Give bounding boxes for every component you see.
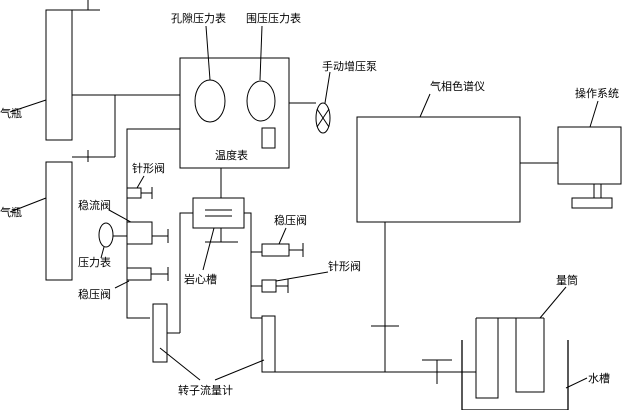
gas-cylinder-bottom-leader — [9, 197, 47, 213]
rotameter-leader-left — [159, 347, 201, 381]
core-holder-label: 岩心槽 — [184, 272, 217, 286]
gas-cylinder-top-leader — [9, 99, 47, 113]
needle-valve-left — [126, 187, 153, 199]
gas-cylinder-bottom — [45, 150, 100, 281]
pressure-regulator-left — [126, 267, 169, 281]
temperature-gauge — [261, 127, 276, 149]
rotameter-leader-right — [214, 359, 265, 381]
needle-valve-right-label: 针形阀 — [328, 259, 361, 273]
gas-cylinder-bottom-label: 气瓶 — [0, 205, 22, 219]
temperature-gauge-label: 温度表 — [215, 148, 248, 162]
gas-chromatograph — [356, 116, 521, 223]
confining-pressure-gauge — [246, 80, 276, 122]
inlet-tube — [475, 318, 499, 399]
core-holder — [192, 197, 245, 243]
gas-chromatograph-label: 气相色谱仪 — [430, 79, 485, 93]
hand-pump-leader — [324, 71, 331, 104]
pressure-regulator-right — [261, 243, 304, 257]
rotameter-right — [261, 315, 276, 373]
rotameter-left — [152, 303, 168, 363]
confining-pressure-gauge-leader — [259, 25, 263, 81]
water-tank-label: 水槽 — [588, 372, 610, 385]
pressure-regulator-left-leader — [114, 280, 130, 289]
needle-valve-left-leader — [136, 175, 145, 189]
pressure-gauge-label: 压力表 — [78, 255, 111, 269]
gas-cylinder-top-label: 气瓶 — [0, 106, 22, 120]
pressure-regulator-right-label: 稳压阀 — [274, 213, 307, 227]
measuring-cylinder-leader — [539, 286, 567, 319]
pressure-gauge-leader — [100, 246, 105, 259]
pore-pressure-gauge-label: 孔隙压力表 — [171, 11, 226, 25]
operating-system-label: 操作系统 — [575, 86, 619, 100]
water-tank-leader — [565, 377, 588, 389]
rotameter-label: 转子流量计 — [178, 383, 233, 397]
pressure-regulator-right-leader — [278, 227, 287, 245]
core-to-right-train-pipe — [244, 212, 262, 319]
operating-system-computer — [557, 126, 622, 209]
confining-pressure-gauge-label: 围压压力表 — [246, 11, 301, 25]
needle-valve-right — [261, 279, 289, 293]
core-to-left-rotameter-pipe — [179, 212, 193, 333]
pore-pressure-gauge — [194, 79, 226, 123]
gas-chromatograph-leader — [419, 93, 431, 118]
pressure-regulator-left-label: 稳压阀 — [78, 287, 111, 301]
needle-valve-left-label: 针形阀 — [132, 161, 165, 175]
flow-stabilizer-label: 稳流阀 — [78, 198, 111, 212]
gas-cylinder-top — [45, 0, 100, 141]
measuring-cylinder-label: 量筒 — [556, 273, 578, 287]
core-holder-leader — [202, 227, 215, 271]
hand-pump-label: 手动增压泵 — [322, 59, 377, 73]
pressure-gauge — [98, 222, 114, 248]
operating-system-leader — [589, 100, 599, 128]
pore-pressure-gauge-leader — [205, 25, 211, 81]
needle-valve-right-leader — [275, 271, 329, 282]
measuring-cylinder — [515, 318, 545, 393]
flow-stabilizer — [126, 221, 169, 245]
water-tank — [461, 340, 569, 410]
